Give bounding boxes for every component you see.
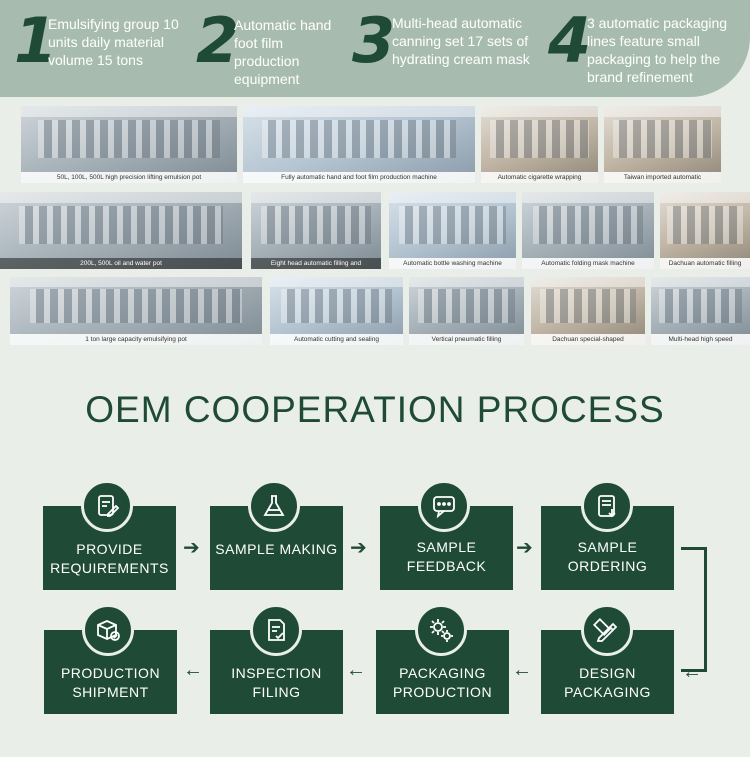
step-label: SAMPLE ORDERING bbox=[567, 539, 648, 574]
factory-photo: 50L, 100L, 500L high precision lifting e… bbox=[21, 106, 237, 183]
document-edit-icon bbox=[81, 480, 133, 532]
arrow-right-icon: ➔ bbox=[350, 537, 367, 559]
step-label: PROVIDE REQUIREMENTS bbox=[50, 541, 169, 576]
factory-photo: Taiwan imported automatic bbox=[604, 106, 721, 183]
photo-caption: Taiwan imported automatic bbox=[604, 172, 721, 183]
photo-caption: 200L, 500L oil and water pot bbox=[0, 258, 242, 269]
arrow-left-icon: ← bbox=[346, 659, 366, 681]
gears-icon bbox=[415, 604, 467, 656]
photo-caption: Multi-head high speed bbox=[651, 334, 750, 345]
pencil-ruler-icon bbox=[581, 604, 633, 656]
factory-photo: 200L, 500L oil and water pot bbox=[0, 192, 242, 269]
step-label: INSPECTION FILING bbox=[231, 665, 322, 700]
photo-caption: Automatic bottle washing machine bbox=[389, 258, 516, 269]
document-download-icon bbox=[581, 480, 633, 532]
photo-caption: Dachuan automatic filling bbox=[660, 258, 750, 269]
arrow-right-icon: ➔ bbox=[183, 537, 200, 559]
factory-photo: Dachuan automatic filling bbox=[660, 192, 750, 269]
feature-text: 3 automatic packaging lines feature smal… bbox=[587, 15, 728, 85]
step-label: PRODUCTION SHIPMENT bbox=[60, 665, 161, 700]
arrow-left-icon: ← bbox=[512, 659, 532, 681]
step-label: SAMPLE MAKING bbox=[215, 541, 338, 557]
features-header: 1 Emulsifying group 10 units daily mater… bbox=[0, 0, 750, 97]
factory-photo: Dachuan special-shaped bbox=[531, 277, 645, 345]
process-connector-line bbox=[681, 547, 707, 672]
step-label: DESIGN PACKAGING bbox=[564, 665, 651, 700]
box-check-icon bbox=[82, 604, 134, 656]
photo-caption: 1 ton large capacity emulsifying pot bbox=[10, 334, 262, 345]
photo-caption: Fully automatic hand and foot film produ… bbox=[243, 172, 475, 183]
process-title: OEM COOPERATION PROCESS bbox=[85, 389, 665, 430]
factory-photo: Automatic bottle washing machine bbox=[389, 192, 516, 269]
checklist-icon bbox=[250, 604, 302, 656]
step-production-shipment: PRODUCTION SHIPMENT bbox=[44, 630, 177, 714]
feature-text: Automatic hand foot film production equi… bbox=[234, 17, 332, 87]
photo-caption: Automatic cigarette wrapping bbox=[481, 172, 598, 183]
flask-icon bbox=[248, 480, 300, 532]
feature-number: 1 bbox=[14, 4, 58, 77]
step-label: PACKAGING PRODUCTION bbox=[392, 665, 493, 700]
step-label: SAMPLE FEEDBACK bbox=[406, 539, 487, 574]
factory-photo: Eight head automatic filling and bbox=[251, 192, 381, 269]
photo-caption: Automatic folding mask machine bbox=[522, 258, 654, 269]
feature-number: 3 bbox=[352, 4, 396, 77]
factory-photo: Fully automatic hand and foot film produ… bbox=[243, 106, 475, 183]
factory-photo: Automatic cigarette wrapping bbox=[481, 106, 598, 183]
photo-caption: 50L, 100L, 500L high precision lifting e… bbox=[21, 172, 237, 183]
photo-caption: Dachuan special-shaped bbox=[531, 334, 645, 345]
arrow-left-icon: ← bbox=[183, 659, 203, 681]
feature-number: 2 bbox=[196, 4, 240, 77]
arrow-right-icon: ➔ bbox=[516, 537, 533, 559]
photo-caption: Automatic cutting and sealing bbox=[270, 334, 403, 345]
factory-photo: Automatic folding mask machine bbox=[522, 192, 654, 269]
feature-text: Emulsifying group 10 units daily materia… bbox=[48, 16, 179, 68]
factory-photo: Multi-head high speed bbox=[651, 277, 750, 345]
factory-photo: Automatic cutting and sealing bbox=[270, 277, 403, 345]
factory-photo: 1 ton large capacity emulsifying pot bbox=[10, 277, 262, 345]
photo-caption: Eight head automatic filling and bbox=[251, 258, 381, 269]
feature-number: 4 bbox=[548, 4, 592, 77]
arrow-left-icon: ← bbox=[682, 661, 702, 683]
feature-text: Multi-head automatic canning set 17 sets… bbox=[392, 15, 530, 67]
factory-photo: Vertical pneumatic filling bbox=[409, 277, 524, 345]
photo-caption: Vertical pneumatic filling bbox=[409, 334, 524, 345]
chat-bubble-icon bbox=[418, 480, 470, 532]
